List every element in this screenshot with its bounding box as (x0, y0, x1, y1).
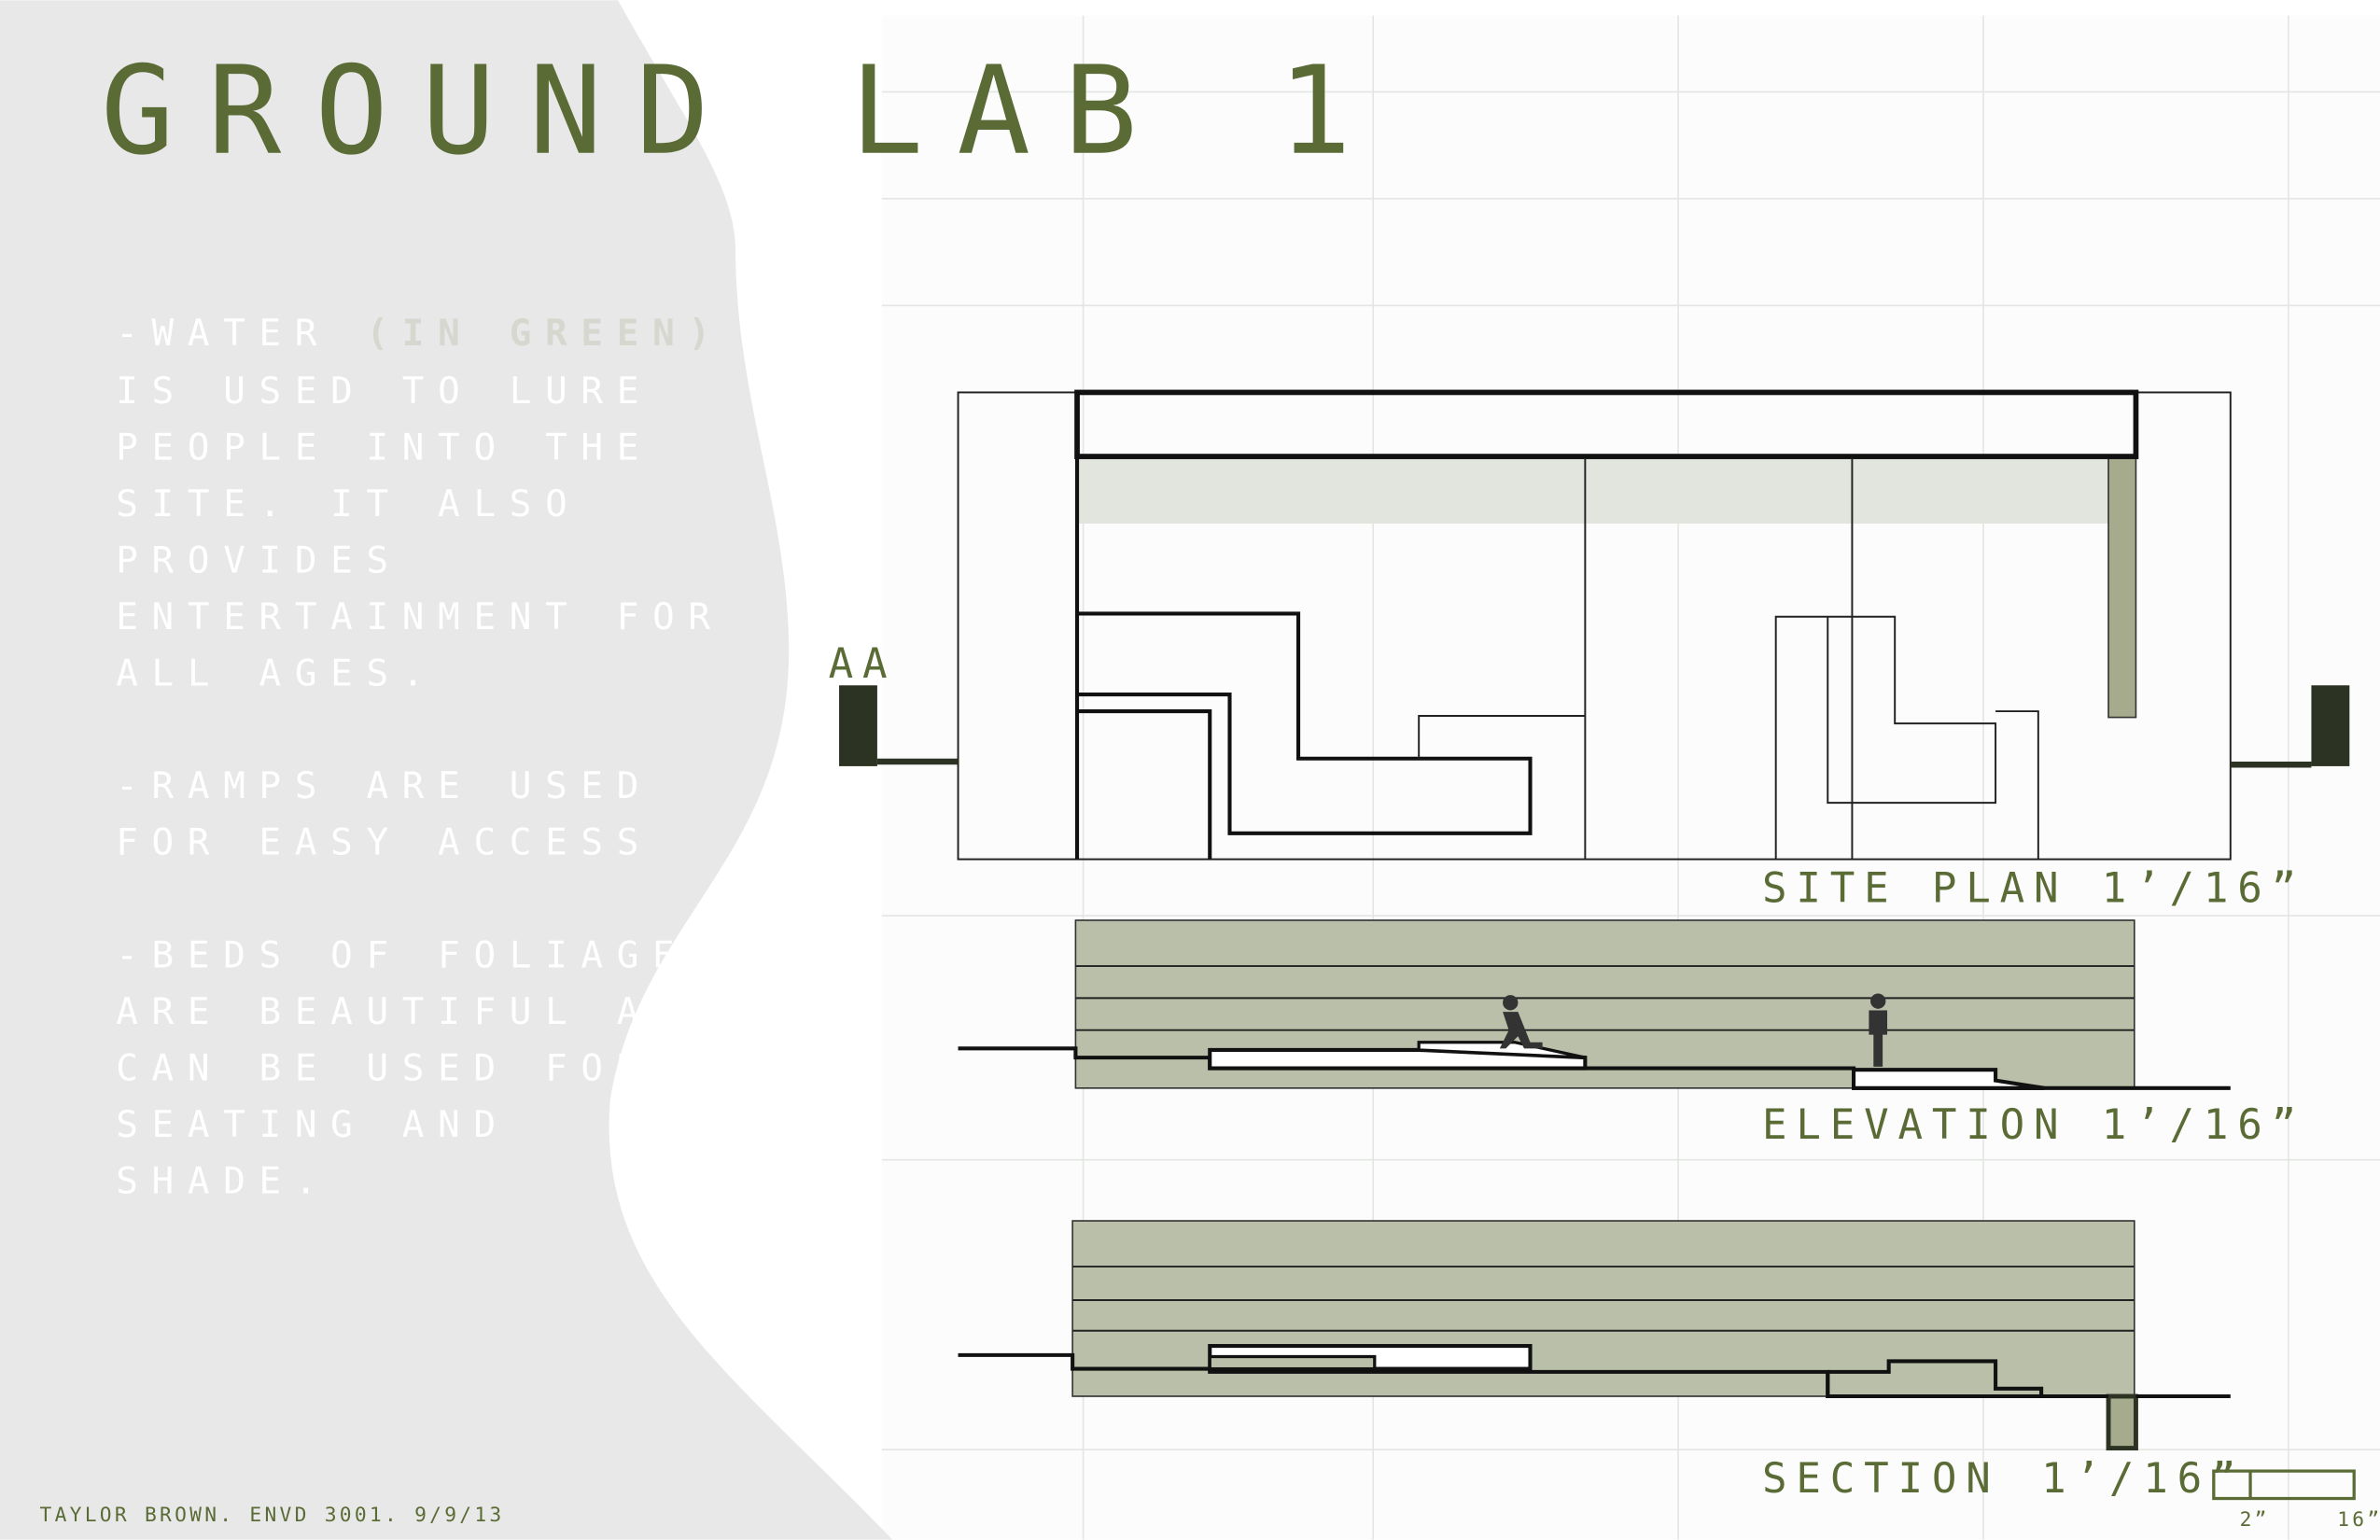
note-line: ARE BEAUTIFUL AND (116, 991, 724, 1033)
svg-text:-WATER (IN GREEN): -WATER (IN GREEN) (116, 313, 724, 355)
note-line: FOR EASY ACCESS (116, 822, 652, 864)
page-title: GROUND LAB 1 (101, 40, 1385, 182)
note-line: -WATER (116, 313, 366, 355)
note-line: SEATING AND (116, 1104, 510, 1146)
note-highlight: (IN GREEN) (366, 313, 723, 355)
site-plan: AA SITE PLAN 1’/16” (829, 389, 2350, 912)
elevation: ELEVATION 1’/16” (958, 919, 2305, 1149)
note-line: PROVIDES (116, 539, 402, 581)
person-figure (1869, 993, 1888, 1067)
scale-bar: 2” 16” (2212, 1469, 2380, 1532)
section-scale: 1’/16” (2041, 1455, 2245, 1503)
note-line: PEOPLE INTO THE (116, 427, 652, 469)
site-plan-label: SITE PLAN 1’/16” (1762, 864, 2305, 912)
note-line: ALL AGES. (116, 652, 438, 694)
note-line: SHADE. (116, 1161, 330, 1203)
scale-bar-left: 2” (2240, 1508, 2270, 1532)
note-line: CAN BE USED FOR (116, 1048, 652, 1090)
note-line: -BEDS OF FOLIAGE (116, 935, 688, 977)
note-line: -RAMPS ARE USED (116, 765, 652, 807)
elevation-label: ELEVATION 1’/16” (1762, 1101, 2305, 1149)
section-marker: AA (829, 640, 897, 688)
section: SECTION 1’/16” 2” 16” (958, 1220, 2380, 1532)
notes: -WATER (IN GREEN) IS USED TO LURE PEOPLE… (116, 313, 724, 1203)
section-label: SECTION (1762, 1455, 2000, 1503)
scale-bar-right: 16” (2337, 1508, 2380, 1532)
credit: TAYLOR BROWN. ENVD 3001. 9/9/13 (39, 1504, 504, 1527)
note-line: IS USED TO LURE (116, 371, 652, 413)
note-line: ENTERTAINMENT FOR (116, 596, 724, 638)
note-line: SITE. IT ALSO (116, 483, 581, 525)
text-panel (0, 0, 893, 1540)
person-figure (1499, 995, 1543, 1049)
